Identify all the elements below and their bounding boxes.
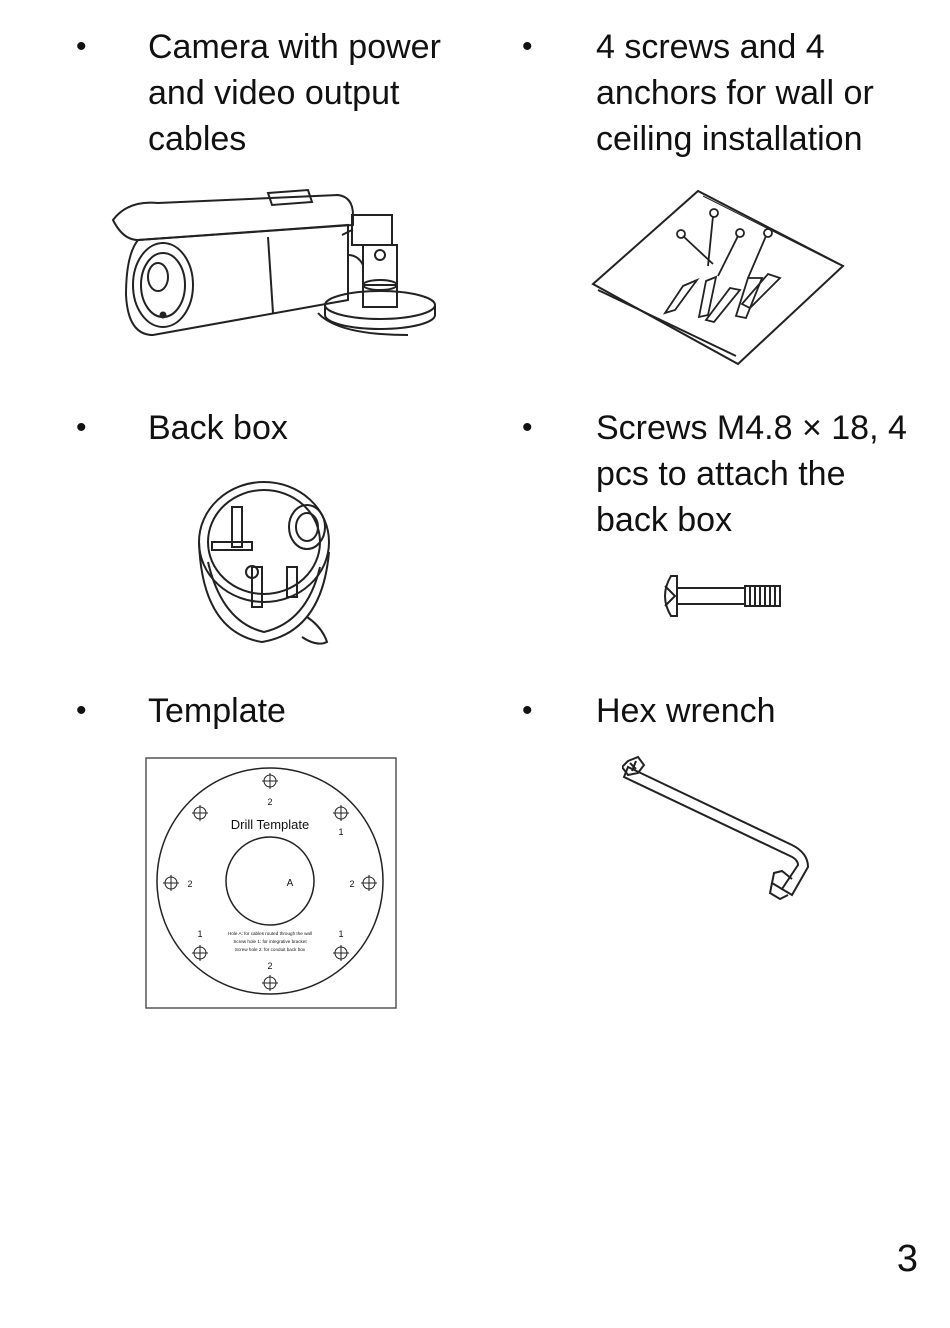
- hole-2-label: 2: [267, 797, 272, 807]
- hole-2-label: 2: [267, 961, 272, 971]
- screws-anchors-bag-illustration: [588, 186, 848, 371]
- crosshair-icon: [262, 975, 278, 991]
- crosshair-icon: [333, 945, 349, 961]
- bullet: •: [76, 411, 87, 444]
- screw-illustration: [655, 570, 785, 622]
- template-note-line: Screw hole 1: for integrative bracket: [233, 939, 307, 944]
- item-template-label: Template: [148, 692, 286, 730]
- hole-2-label: 2: [187, 879, 192, 889]
- bullet-camera-illustration: [108, 185, 438, 340]
- hole-1-label: 1: [338, 929, 343, 939]
- hex-wrench-illustration: [622, 755, 822, 910]
- bullet: •: [76, 30, 87, 63]
- template-note-line: Hole A: for cables routed through the wa…: [228, 931, 312, 936]
- item-screws-anchors-label: 4 screws and 4 anchors for wall or ceili…: [596, 28, 874, 158]
- drill-template-illustration: Drill Template A 2 2 2 2 1 1 1 Hole A: f…: [145, 757, 397, 1009]
- item-back-box-screws-label: Screws M4.8 × 18, 4 pcs to attach the ba…: [596, 409, 907, 539]
- crosshair-icon: [262, 773, 278, 789]
- bullet: •: [522, 30, 533, 63]
- hole-2-label: 2: [349, 879, 354, 889]
- crosshair-icon: [192, 805, 208, 821]
- item-back-box-label: Back box: [148, 409, 288, 447]
- crosshair-icon: [163, 875, 179, 891]
- page-number: 3: [896, 1238, 918, 1280]
- template-title: Drill Template: [231, 817, 310, 832]
- hole-1-label: 1: [197, 929, 202, 939]
- hole-1-label: 1: [338, 827, 343, 837]
- crosshair-icon: [333, 805, 349, 821]
- item-hex-wrench-label: Hex wrench: [596, 692, 776, 730]
- template-note-line: Screw hole 2: for conduit back box: [235, 947, 306, 952]
- bullet: •: [522, 411, 533, 444]
- hole-a-label: A: [287, 878, 294, 889]
- item-camera-label: Camera with power and video output cable…: [148, 28, 441, 158]
- crosshair-icon: [361, 875, 377, 891]
- crosshair-icon: [192, 945, 208, 961]
- bullet: •: [522, 694, 533, 727]
- bullet: •: [76, 694, 87, 727]
- back-box-illustration: [192, 472, 342, 652]
